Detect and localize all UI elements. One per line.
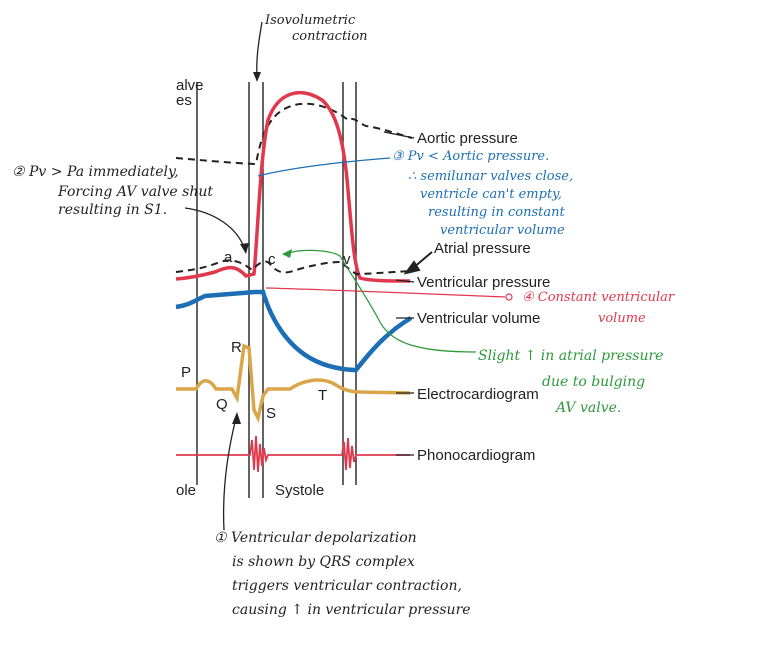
- annotation-top-arrow: [256, 21, 263, 79]
- note2-line2: Forcing AV valve shut: [57, 184, 213, 200]
- ventricular-volume-curve: [175, 289, 413, 373]
- ecg-trace: [176, 343, 411, 424]
- wave-R: R: [231, 339, 242, 356]
- annotation-note-5: Slight ↑ in atrial pressure due to bulgi…: [478, 348, 663, 416]
- note4-leader: [265, 287, 506, 298]
- note4-line1: ④ Constant ventricular: [522, 290, 675, 305]
- note4-dot: [505, 293, 513, 301]
- wave-c: c: [268, 251, 276, 268]
- note3-line5: ventricular volume: [440, 223, 565, 238]
- note3-line1: ③ Pv < Aortic pressure.: [392, 149, 549, 164]
- note2-arrow: [184, 207, 246, 251]
- note2-arrowhead: [240, 243, 249, 254]
- leader-ventricular-pressure: [395, 279, 415, 283]
- annotation-note-3: ③ Pv < Aortic pressure. ∴ semilunar valv…: [392, 149, 573, 238]
- annotation-note-4: ④ Constant ventricular volume: [522, 290, 675, 326]
- annotation-top-arrowhead: [253, 72, 261, 82]
- annotation-note-2: ② Pv > Pa immediately, Forcing AV valve …: [12, 164, 213, 218]
- label-ventricular-volume: Ventricular volume: [417, 310, 540, 327]
- wave-S: S: [266, 405, 276, 422]
- note5-leader: [285, 249, 477, 353]
- annotation-top-line1: Isovolumetric: [264, 13, 356, 28]
- note3-line2: ∴ semilunar valves close,: [408, 169, 573, 184]
- phonocardiogram-trace: [176, 435, 410, 473]
- note5-line3: AV valve.: [554, 400, 621, 416]
- wave-v: v: [343, 251, 351, 268]
- label-atrial-pressure: Atrial pressure: [434, 240, 531, 257]
- note5-line1: Slight ↑ in atrial pressure: [478, 348, 663, 364]
- note1-arrow: [222, 417, 237, 531]
- annotation-top-line2: contraction: [292, 29, 368, 44]
- wave-P: P: [181, 364, 191, 381]
- note5-arrowhead: [282, 249, 292, 258]
- clipped-label-ole: ole: [176, 482, 196, 499]
- note2-line1: ② Pv > Pa immediately,: [12, 164, 179, 180]
- label-ventricular-pressure: Ventricular pressure: [417, 274, 550, 291]
- note3-line4: resulting in constant: [428, 205, 565, 220]
- ventricular-pressure-curve: [175, 90, 411, 283]
- wave-a: a: [224, 249, 233, 266]
- note1-line3: triggers ventricular contraction,: [232, 578, 462, 594]
- annotation-note-1: ① Ventricular depolarization is shown by…: [214, 530, 471, 618]
- wave-T: T: [318, 387, 327, 404]
- label-aortic-pressure: Aortic pressure: [417, 130, 518, 147]
- label-phonocardiogram: Phonocardiogram: [417, 447, 535, 464]
- note5-line2: due to bulging: [542, 374, 645, 390]
- note1-line1: ① Ventricular depolarization: [214, 530, 417, 546]
- atrial-arrow: [403, 251, 433, 275]
- clipped-label-es: es: [176, 92, 192, 109]
- note3-leader: [257, 157, 391, 177]
- leader-aortic: [383, 131, 415, 139]
- note2-line3: resulting in S1.: [58, 202, 167, 218]
- note1-line2: is shown by QRS complex: [232, 554, 415, 570]
- note1-line4: causing ↑ in ventricular pressure: [232, 602, 471, 618]
- wave-Q: Q: [216, 396, 228, 413]
- label-electrocardiogram: Electrocardiogram: [417, 386, 539, 403]
- note1-arrowhead: [232, 412, 241, 424]
- label-leaders: [383, 131, 415, 456]
- note3-line3: ventricle can't empty,: [420, 187, 562, 202]
- phase-label-systole: Systole: [275, 482, 324, 499]
- aortic-pressure-curve: [175, 102, 413, 166]
- atrial-arrow-head: [403, 260, 421, 275]
- atrial-pressure-curve: [175, 259, 413, 276]
- note4-line2: volume: [598, 311, 646, 326]
